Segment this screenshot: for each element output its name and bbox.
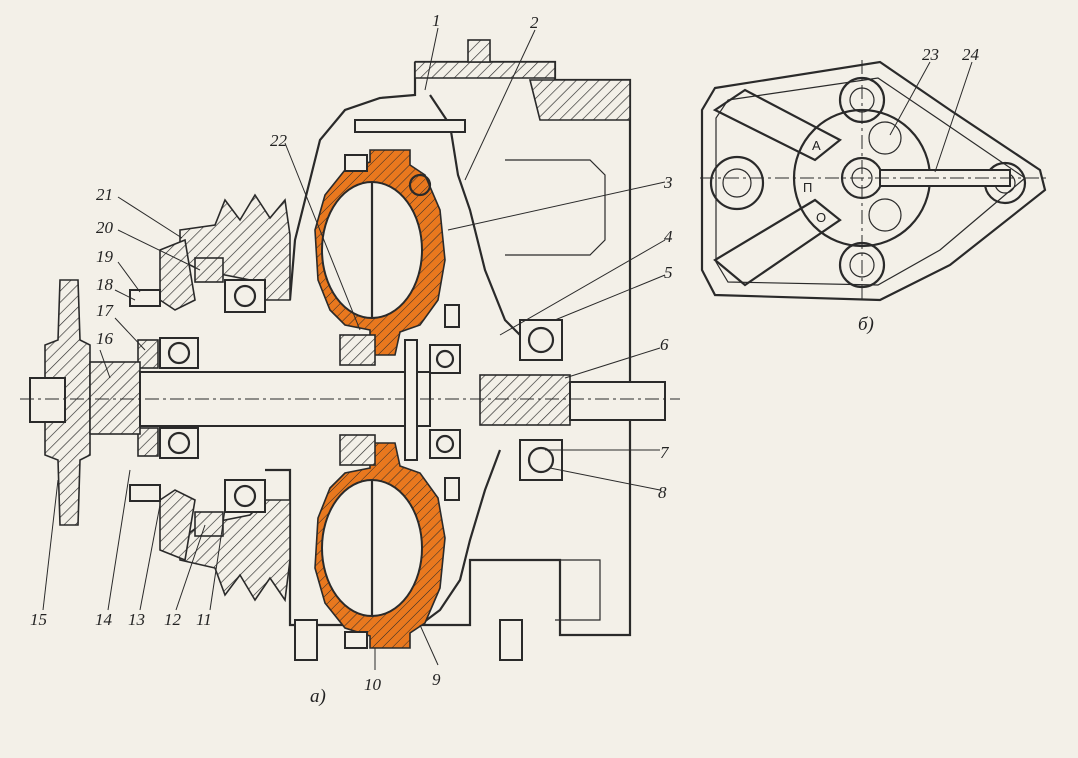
bearing-right-upper xyxy=(519,319,563,361)
pipe-upper xyxy=(712,88,842,162)
bearing-center-upper xyxy=(429,344,461,374)
label-6: 6 xyxy=(660,335,669,354)
runner-disk xyxy=(404,339,418,461)
label-24: 24 xyxy=(962,45,980,64)
output-shaft-hub xyxy=(479,374,571,426)
label-1: 1 xyxy=(432,11,441,30)
label-20: 20 xyxy=(96,218,114,237)
label-12: 12 xyxy=(164,610,182,629)
spring-pack-lower xyxy=(339,434,376,466)
flange-hub xyxy=(44,279,91,526)
section-view-a xyxy=(20,39,680,661)
bolt-top-left xyxy=(344,154,368,172)
label-21: 21 xyxy=(96,185,113,204)
bearing-shaft-upper xyxy=(159,337,199,369)
leader-lines xyxy=(42,27,973,670)
pipe-lower xyxy=(713,198,842,287)
mark-o: О xyxy=(816,210,826,225)
label-3: 3 xyxy=(663,173,673,192)
label-15: 15 xyxy=(30,610,47,629)
label-8: 8 xyxy=(658,483,667,502)
label-14: 14 xyxy=(95,610,113,629)
part-labels: 1 2 3 4 5 6 7 8 9 10 11 12 13 14 15 16 1… xyxy=(30,11,980,694)
output-shaft xyxy=(569,381,666,421)
seal-lower xyxy=(194,511,224,537)
inner-shell-lower xyxy=(419,449,502,626)
label-2: 2 xyxy=(530,13,539,32)
front-view-b: А П О xyxy=(700,60,1050,302)
nut-right-upper xyxy=(444,304,460,328)
shaft-seal-upper xyxy=(137,339,159,369)
label-16: 16 xyxy=(96,329,114,348)
fluid-coupling xyxy=(314,149,446,649)
label-18: 18 xyxy=(96,275,114,294)
top-bolt xyxy=(467,39,491,63)
bearing-shaft-lower xyxy=(159,427,199,459)
label-19: 19 xyxy=(96,247,114,266)
bolt-bottom-left xyxy=(344,631,368,649)
foot-bolt-right xyxy=(499,619,523,661)
plate-inner-outline xyxy=(715,77,1026,286)
left-cover-lower xyxy=(159,489,196,562)
bolt-13 xyxy=(129,484,161,502)
bolt-18 xyxy=(129,289,161,307)
foot-bolt-left xyxy=(294,619,318,661)
housing-lower-window xyxy=(555,559,601,621)
label-11: 11 xyxy=(196,610,212,629)
label-23: 23 xyxy=(922,45,939,64)
label-10: 10 xyxy=(364,675,382,694)
housing-right-wall xyxy=(528,79,631,121)
label-22: 22 xyxy=(270,131,288,150)
flange-nut xyxy=(29,377,66,423)
plate-outline xyxy=(700,60,1047,302)
housing-window xyxy=(505,159,606,256)
housing-top-flange xyxy=(414,61,556,79)
label-7: 7 xyxy=(660,443,670,462)
bearing-left-lower xyxy=(224,479,266,513)
label-5: 5 xyxy=(664,263,673,282)
caption-b: б) xyxy=(858,314,874,335)
long-bolt xyxy=(354,119,466,133)
spring-pack-upper xyxy=(339,334,376,366)
port-left xyxy=(709,155,765,211)
top-fastener xyxy=(408,173,432,197)
label-17: 17 xyxy=(96,301,115,320)
bearing-left-upper xyxy=(224,279,266,313)
shaft-end-hub xyxy=(89,361,141,435)
bearing-center-lower xyxy=(429,429,461,459)
label-13: 13 xyxy=(128,610,145,629)
nut-right-lower xyxy=(444,477,460,501)
shaft-seal-lower xyxy=(137,427,159,457)
mark-a: А xyxy=(812,138,821,153)
bearing-right-lower xyxy=(519,439,563,481)
caption-a: а) xyxy=(310,686,326,707)
mark-p: П xyxy=(803,180,812,195)
label-4: 4 xyxy=(664,227,673,246)
label-9: 9 xyxy=(432,670,441,689)
